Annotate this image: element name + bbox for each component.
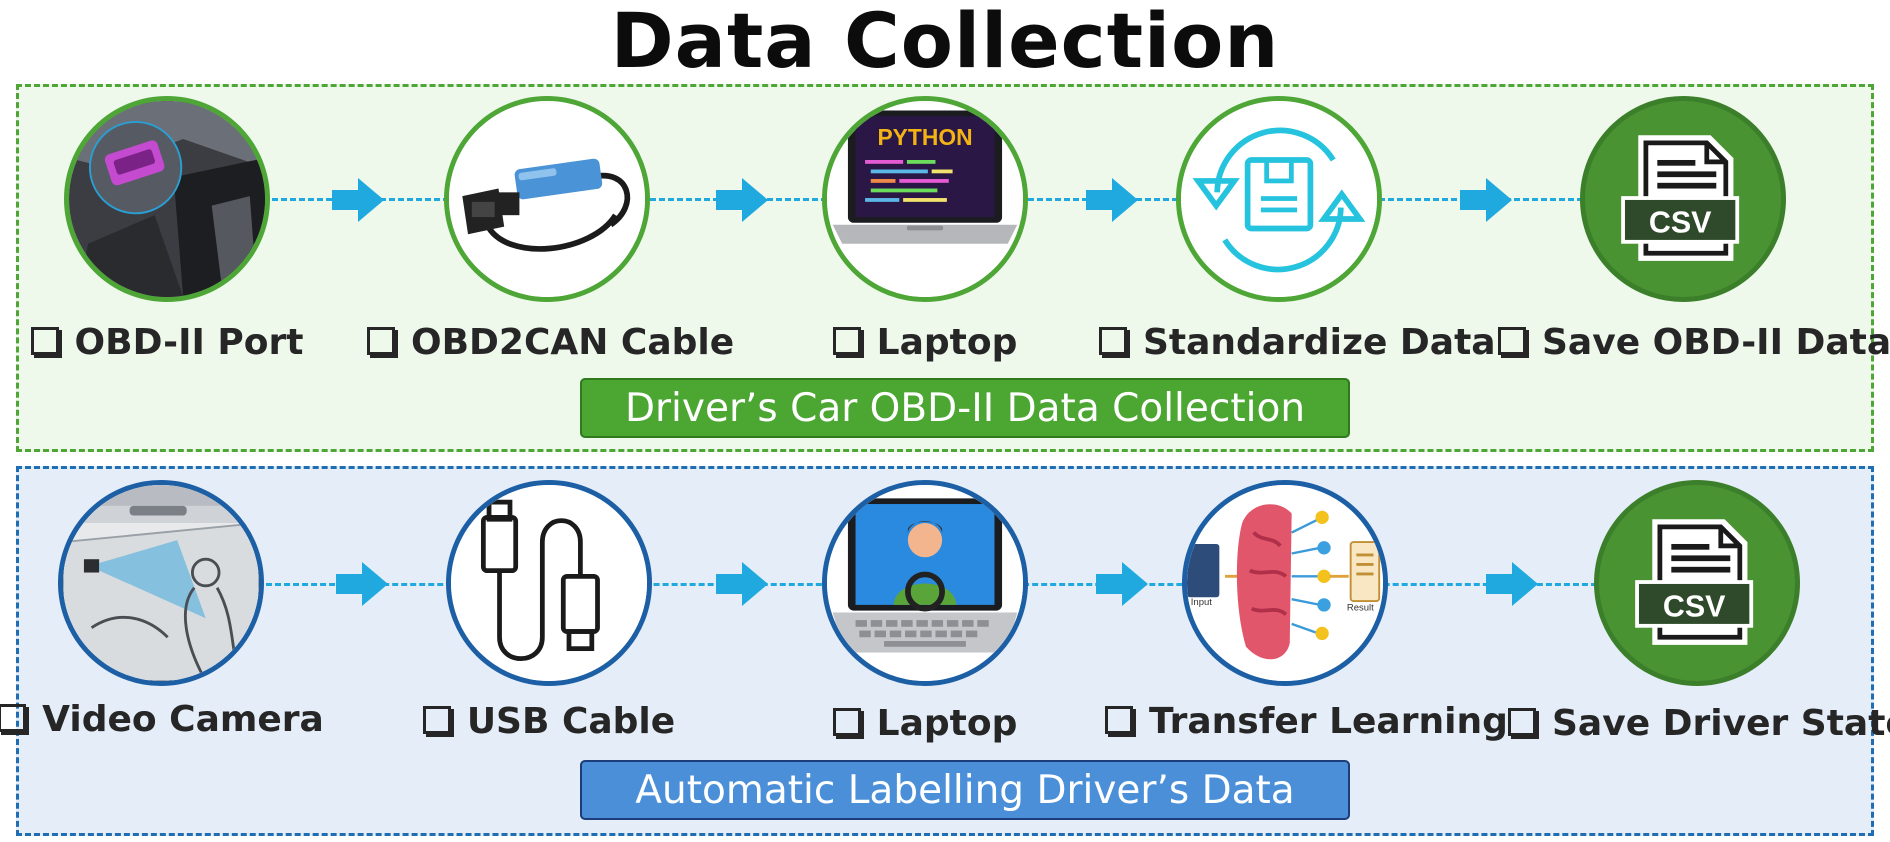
step-label: Video Camera bbox=[0, 696, 341, 744]
checkbox-icon bbox=[832, 327, 861, 355]
step-label: Save Driver State bbox=[1508, 700, 1890, 748]
obd-port-image bbox=[64, 96, 270, 302]
driver-laptop-icon bbox=[827, 485, 1023, 681]
python-laptop-icon: PYTHON bbox=[827, 101, 1023, 297]
step-label: OBD-II Port bbox=[0, 319, 347, 367]
section-banner-obd: Driver’s Car OBD-II Data Collection bbox=[580, 378, 1350, 438]
svg-text:PYTHON: PYTHON bbox=[877, 124, 972, 150]
standardize-cycle-icon bbox=[1181, 101, 1377, 297]
checkbox-icon bbox=[1099, 327, 1127, 355]
arrow-right-icon bbox=[716, 562, 768, 606]
step-label: Laptop bbox=[745, 700, 1105, 748]
car-obd-port-icon bbox=[69, 101, 265, 297]
checkbox-icon bbox=[367, 327, 395, 355]
checkbox-icon bbox=[30, 327, 59, 355]
obd-cable-image bbox=[444, 96, 650, 302]
section-banner-labelling: Automatic Labelling Driver’s Data bbox=[580, 760, 1350, 820]
arrow-right-icon bbox=[336, 562, 388, 606]
checkbox-icon bbox=[1105, 706, 1133, 734]
in-car-camera-icon bbox=[63, 485, 259, 681]
svg-text:CSV: CSV bbox=[1649, 205, 1712, 239]
brain-network-icon: Input Result bbox=[1187, 485, 1383, 681]
step-label: Standardize Data bbox=[1099, 319, 1496, 367]
video-camera-image bbox=[58, 480, 264, 686]
save-obd-csv-image: CSV bbox=[1580, 96, 1786, 302]
usb-cable-image bbox=[446, 480, 652, 686]
svg-text:CSV: CSV bbox=[1663, 589, 1726, 623]
checkbox-icon bbox=[832, 708, 861, 736]
usb-cable-icon bbox=[451, 485, 647, 681]
checkbox-icon bbox=[1498, 327, 1526, 355]
driver-laptop-image bbox=[822, 480, 1028, 686]
checkbox-icon bbox=[0, 704, 27, 732]
checkbox-icon bbox=[422, 706, 451, 734]
step-label: OBD2CAN Cable bbox=[367, 319, 734, 367]
obd-cable-icon bbox=[449, 101, 645, 297]
arrow-right-icon bbox=[1096, 562, 1148, 606]
csv-file-icon: CSV bbox=[1621, 135, 1740, 261]
arrow-right-icon bbox=[332, 178, 384, 222]
svg-text:Input: Input bbox=[1191, 597, 1212, 608]
checkbox-icon bbox=[1508, 708, 1536, 736]
csv-file-icon: CSV bbox=[1635, 519, 1754, 645]
arrow-right-icon bbox=[1086, 178, 1138, 222]
standardize-image bbox=[1176, 96, 1382, 302]
step-label: Transfer Learning bbox=[1105, 698, 1508, 746]
python-laptop-image: PYTHON bbox=[822, 96, 1028, 302]
transfer-learning-image: Input Result bbox=[1182, 480, 1388, 686]
arrow-right-icon bbox=[716, 178, 768, 222]
svg-text:Result: Result bbox=[1347, 603, 1374, 614]
save-driver-state-csv-image: CSV bbox=[1594, 480, 1800, 686]
page-title: Data Collection bbox=[610, 0, 1280, 85]
arrow-right-icon bbox=[1486, 562, 1538, 606]
arrow-right-icon bbox=[1460, 178, 1512, 222]
step-label: Save OBD-II Data bbox=[1498, 319, 1890, 367]
step-label: USB Cable bbox=[369, 698, 729, 746]
step-label: Laptop bbox=[745, 319, 1105, 367]
